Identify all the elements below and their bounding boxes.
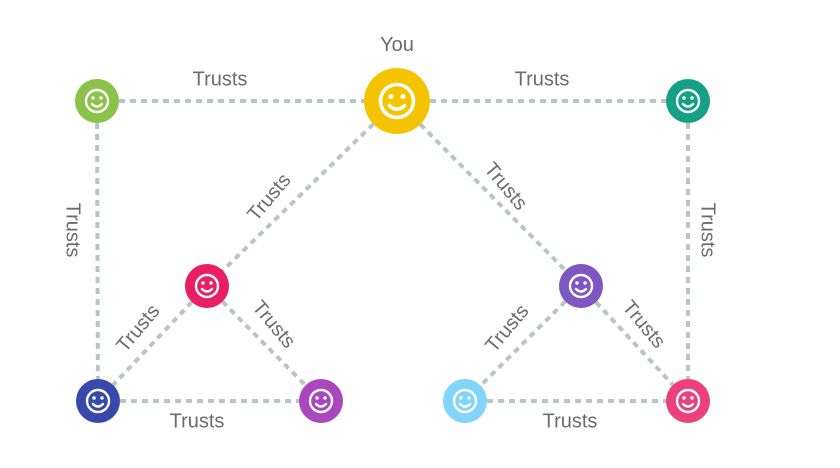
edge-label: Trusts — [481, 300, 533, 356]
node-bottom-left-1 — [76, 379, 120, 423]
edge-you-to-mid-right — [395, 99, 583, 288]
smiley-face-icon — [568, 273, 594, 299]
smiley-face-icon — [452, 388, 478, 414]
edge-mid-right-to-bottom-right-1 — [463, 284, 583, 403]
edge-label: Trusts — [480, 158, 532, 214]
edge-label: Trusts — [618, 296, 670, 352]
edge-label: Trusts — [243, 169, 295, 225]
smiley-face-icon — [84, 88, 110, 114]
node-circle — [185, 264, 229, 308]
edge-label: Trusts — [112, 300, 164, 356]
edge-label: Trusts — [248, 296, 300, 352]
smiley-face-icon — [675, 88, 701, 114]
edge-label: Trusts — [62, 203, 84, 258]
smiley-face-icon — [194, 273, 220, 299]
edges-layer — [95, 99, 690, 403]
edge-label: Trusts — [193, 68, 248, 90]
edge-mid-right-to-bottom-right-2 — [579, 284, 690, 403]
node-bottom-right-2 — [666, 379, 710, 423]
node-circle — [666, 79, 710, 123]
smiley-face-icon — [308, 388, 334, 414]
edge-top-left-to-bottom-left-1 — [95, 100, 100, 402]
edge-you-to-mid-left — [205, 99, 399, 288]
node-top-left — [75, 79, 119, 123]
node-circle — [299, 379, 343, 423]
node-circle — [666, 379, 710, 423]
edge-label: Trusts — [697, 203, 719, 258]
node-mid-right — [559, 264, 603, 308]
node-you — [364, 68, 430, 134]
node-bottom-right-1 — [443, 379, 487, 423]
node-circle — [559, 264, 603, 308]
node-mid-left — [185, 264, 229, 308]
smiley-face-icon — [378, 82, 416, 120]
node-circle — [443, 379, 487, 423]
smiley-face-icon — [85, 388, 111, 414]
node-circle — [364, 68, 430, 134]
edge-mid-left-to-bottom-left-1 — [96, 284, 209, 403]
node-top-right — [666, 79, 710, 123]
node-bottom-left-2 — [299, 379, 343, 423]
edge-label: Trusts — [515, 68, 570, 90]
node-circle — [75, 79, 119, 123]
edge-label: Trusts — [543, 410, 598, 432]
edge-label: Trusts — [170, 410, 225, 432]
you-label: You — [380, 34, 414, 56]
edge-mid-left-to-bottom-left-2 — [205, 284, 323, 403]
nodes-layer — [75, 68, 710, 423]
smiley-face-icon — [675, 388, 701, 414]
node-circle — [76, 379, 120, 423]
